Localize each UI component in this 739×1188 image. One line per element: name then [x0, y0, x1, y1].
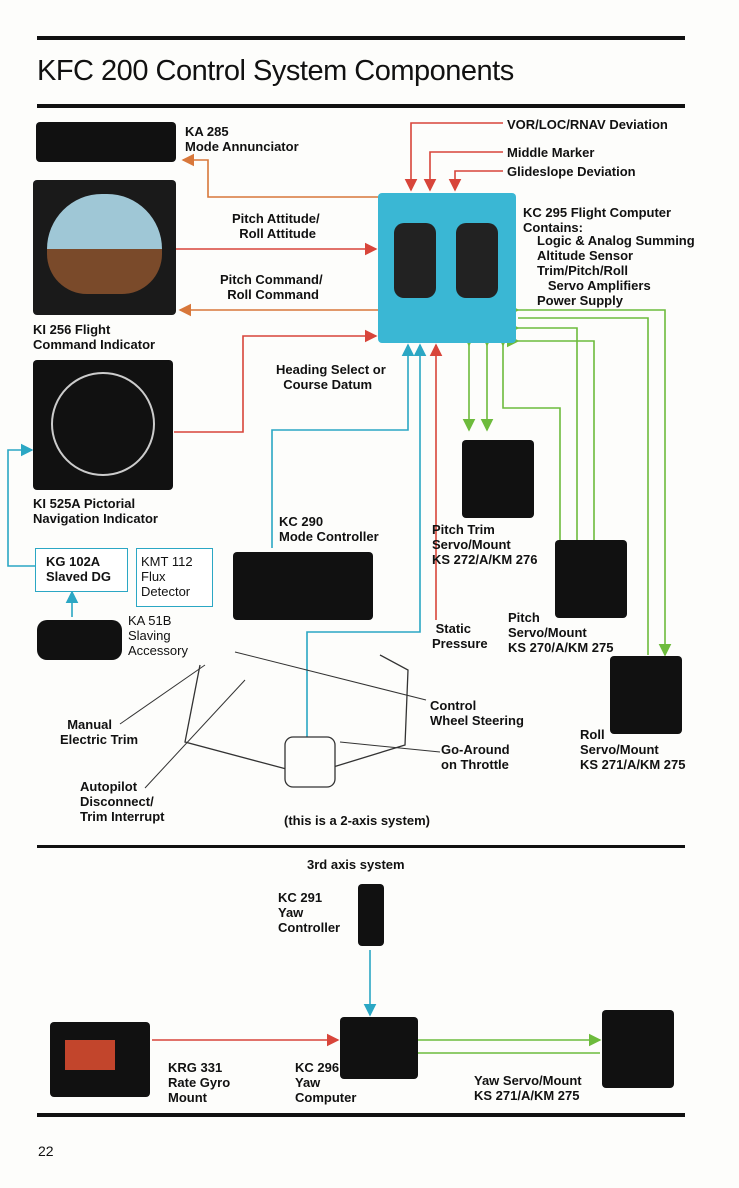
glideslope-label: Glideslope Deviation [507, 164, 636, 179]
pitch-servo-device [555, 540, 627, 618]
kc295-label: KC 295 Flight Computer Contains: [523, 205, 672, 235]
ka285-label: KA 285 Mode Annunciator [185, 124, 299, 154]
kg102a-box: KG 102A Slaved DG [35, 548, 128, 592]
bottom-rule [37, 1113, 685, 1117]
wire-vor-loc [404, 122, 503, 192]
kc296-label: KC 296 Yaw Computer [295, 1060, 357, 1105]
connector-left-icon [394, 223, 436, 298]
top-rule [37, 36, 685, 40]
kmt112-label: KMT 112 Flux Detector [141, 554, 193, 599]
ki525a-label: KI 525A Pictorial Navigation Indicator [33, 496, 158, 526]
connector-right-icon [456, 223, 498, 298]
page-number: 22 [38, 1143, 54, 1159]
roll-servo-device [610, 656, 682, 734]
wire-heading [174, 329, 378, 433]
ka51b-label: KA 51B Slaving Accessory [128, 613, 188, 658]
wire-roll-servo-b [518, 317, 649, 655]
kc295-contents-label: Logic & Analog Summing Altitude Sensor T… [537, 233, 695, 308]
static-pressure-label: Static Pressure [432, 621, 488, 651]
ki256-label: KI 256 Flight Command Indicator [33, 322, 156, 352]
kmt112-box: KMT 112 Flux Detector [136, 548, 213, 607]
cws-label: Control Wheel Steering [430, 698, 524, 728]
krg331-label: KRG 331 Rate Gyro Mount [168, 1060, 231, 1105]
wire-marker [423, 151, 503, 192]
kc290-label: KC 290 Mode Controller [279, 514, 379, 544]
rate-gyro-device [50, 1022, 150, 1097]
mode-controller-device [233, 552, 373, 620]
wire-cws [306, 343, 427, 737]
pitch-trim-servo-device [462, 440, 534, 518]
yaw-computer-device [340, 1017, 418, 1079]
wire-roll-servo-a [506, 303, 672, 657]
attitude-sky-icon [47, 194, 162, 249]
vor-loc-label: VOR/LOC/RNAV Deviation [507, 117, 668, 132]
kc291-label: KC 291 Yaw Controller [278, 890, 341, 935]
yaw-servo-label: Yaw Servo/Mount KS 271/A/KM 275 [474, 1073, 582, 1103]
wire-annunciator [181, 153, 380, 198]
rate-gyro-plate-icon [65, 1040, 115, 1070]
pitch-attitude-label: Pitch Attitude/ Roll Attitude [232, 211, 320, 241]
yoke-column [284, 736, 336, 788]
attitude-ground-icon [47, 249, 162, 294]
two-axis-note: (this is a 2-axis system) [284, 813, 430, 828]
leader-go-around [339, 741, 441, 753]
manual-trim-label: Manual Electric Trim [60, 717, 139, 747]
compass-card-icon [51, 372, 155, 476]
third-axis-heading: 3rd axis system [307, 857, 405, 872]
pictorial-navigation-indicator-device [33, 360, 173, 490]
kg102a-label: KG 102A Slaved DG [46, 554, 112, 584]
ap-disconnect-label: Autopilot Disconnect/ Trim Interrupt [80, 779, 165, 824]
wire-glideslope [448, 170, 503, 192]
page-title: KFC 200 Control System Components [37, 55, 514, 87]
yaw-controller-device [358, 884, 384, 946]
yaw-servo-device [602, 1010, 674, 1088]
heading-select-label: Heading Select or Course Datum [276, 362, 386, 392]
leader-ap-disconnect [144, 679, 246, 789]
leader-manual-trim [119, 664, 206, 725]
mode-annunciator-device [36, 122, 176, 162]
wire-mode-controller [271, 343, 415, 548]
pitch-trim-label: Pitch Trim Servo/Mount KS 272/A/KM 276 [432, 522, 538, 567]
leader-cws [234, 651, 427, 701]
wire-dg-to-hsi [7, 443, 35, 567]
marker-label: Middle Marker [507, 145, 595, 160]
section-divider [37, 845, 685, 848]
pitch-servo-label: Pitch Servo/Mount KS 270/A/KM 275 [508, 610, 614, 655]
flight-command-indicator-device [33, 180, 176, 315]
title-underline [37, 104, 685, 108]
slaving-accessory-device [37, 620, 122, 660]
go-around-label: Go-Around on Throttle [441, 742, 510, 772]
pitch-command-label: Pitch Command/ Roll Command [220, 272, 323, 302]
roll-servo-label: Roll Servo/Mount KS 271/A/KM 275 [580, 727, 686, 772]
flight-computer-device [378, 193, 516, 343]
